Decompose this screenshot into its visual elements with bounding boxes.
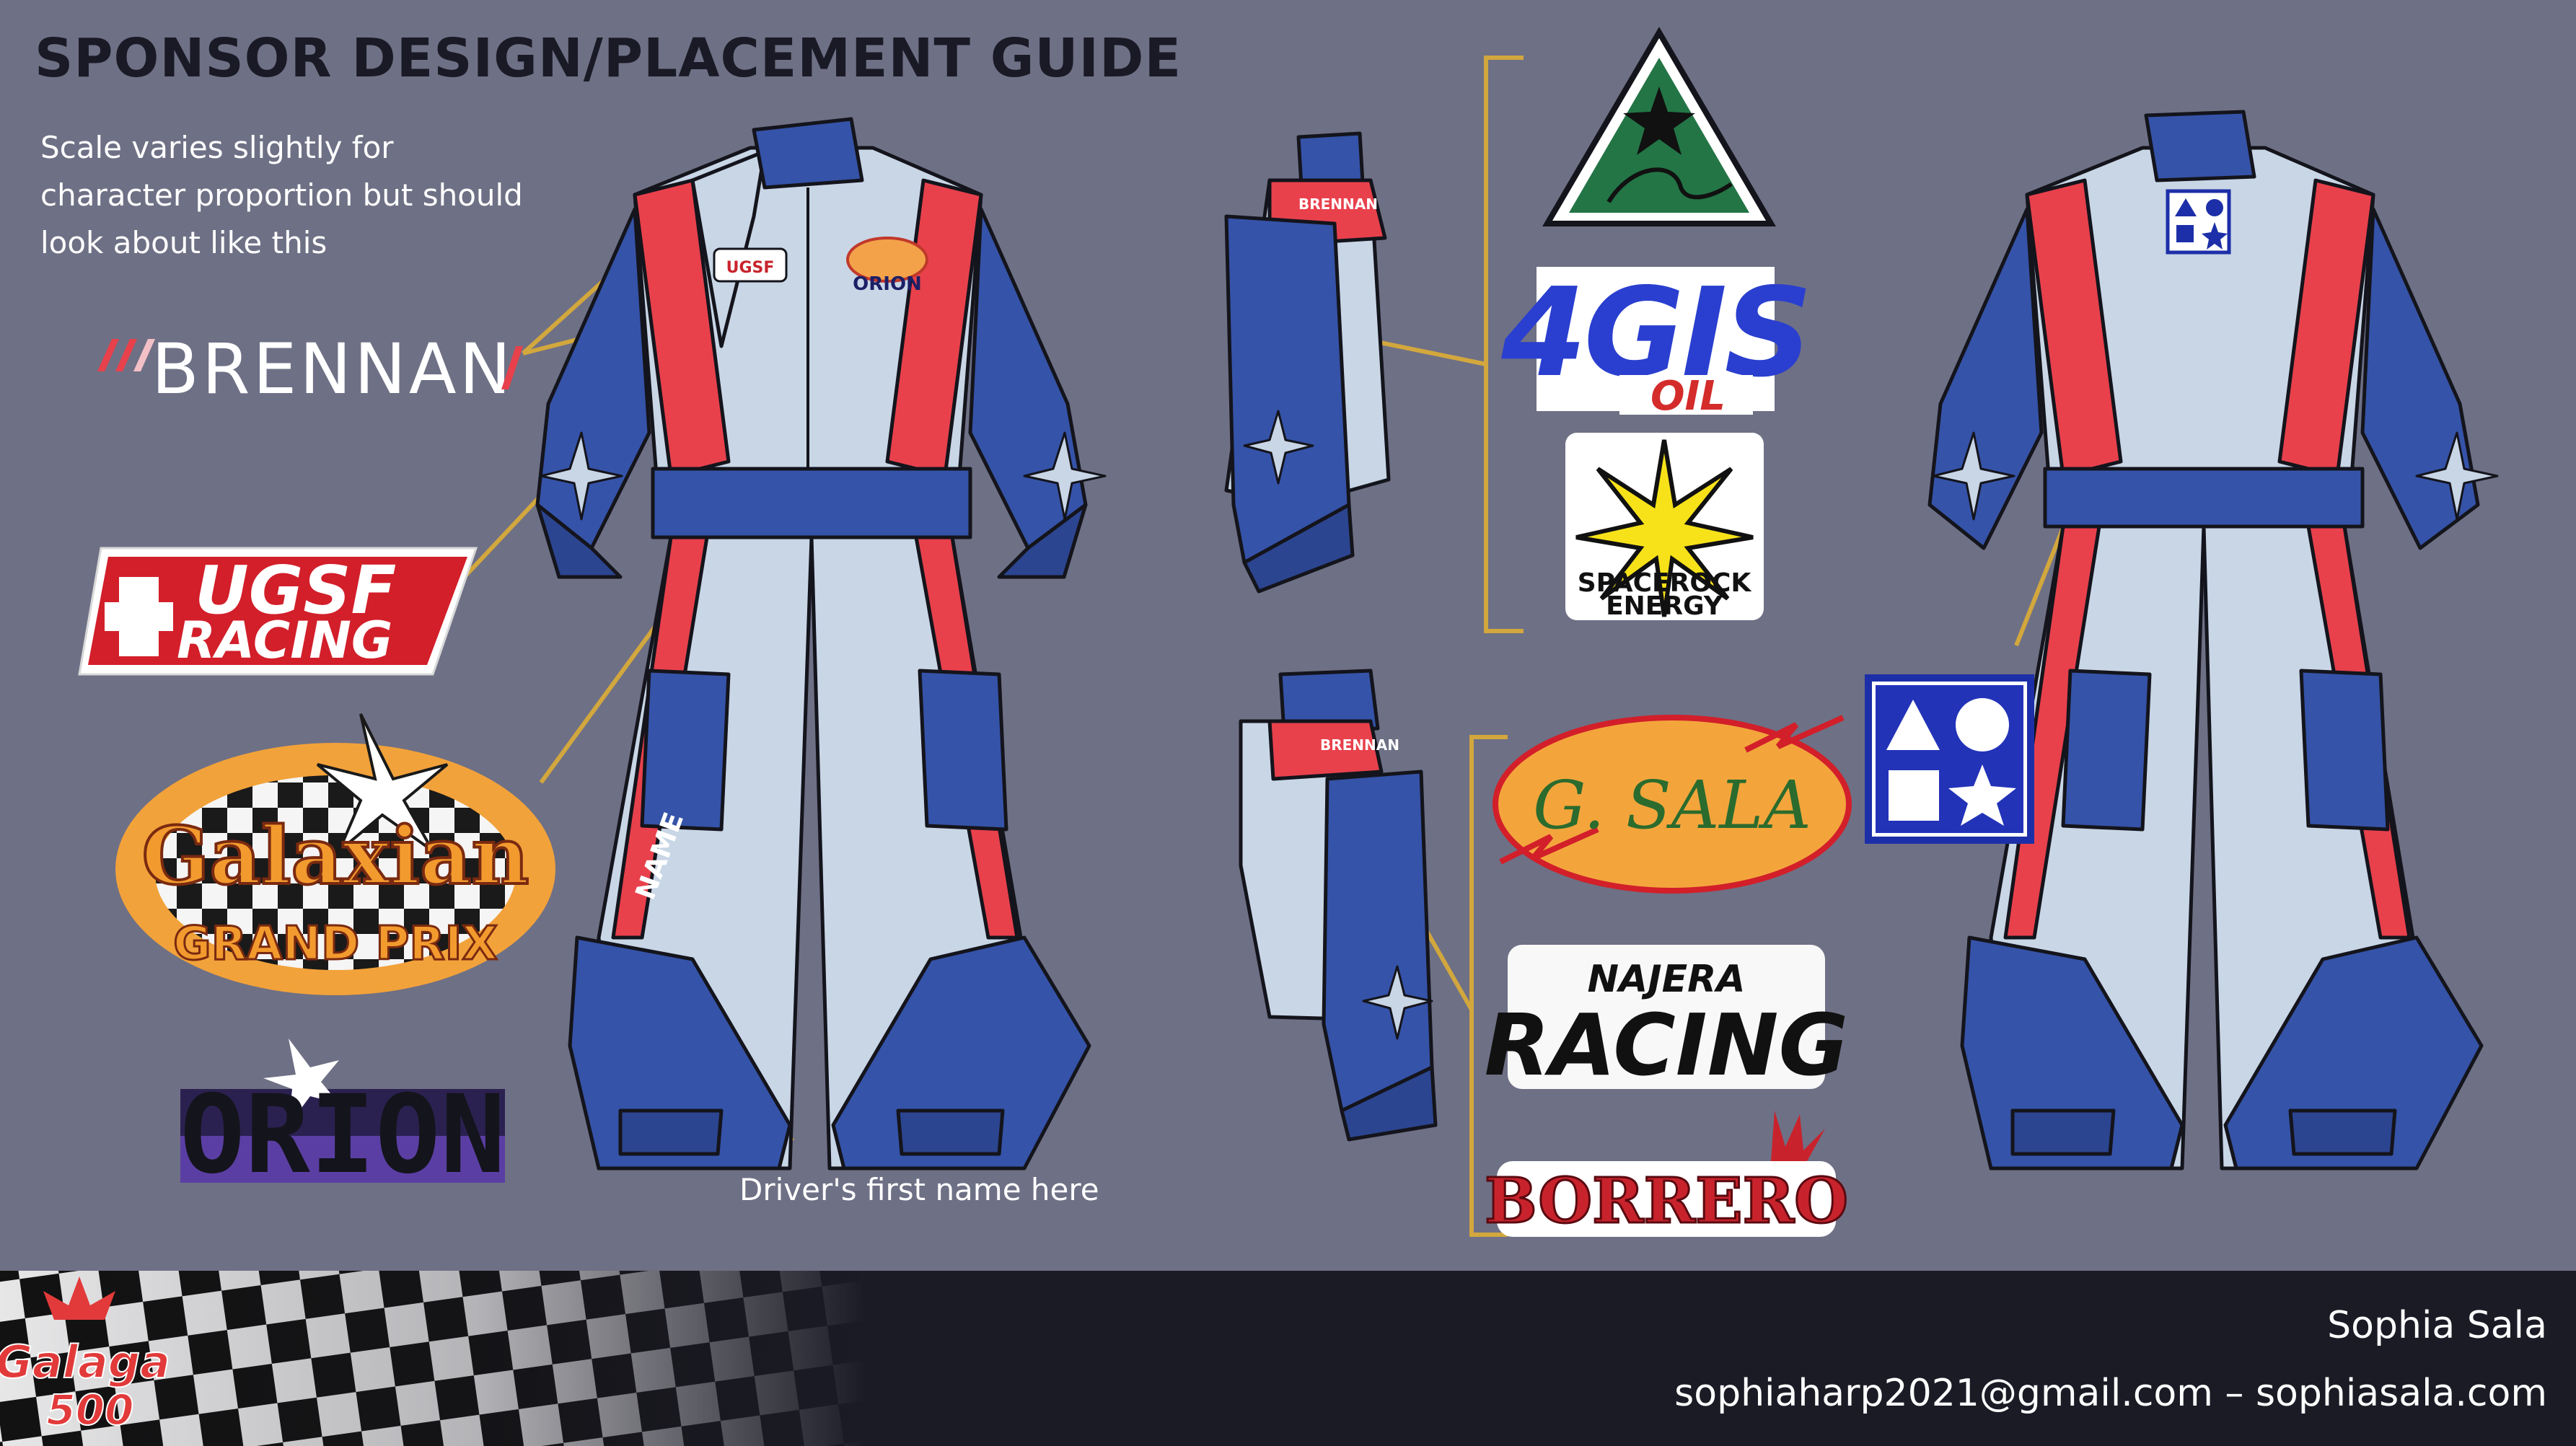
logo-shapes-emblem [1865,674,2034,844]
side-view-upper: BRENNAN [1224,131,1391,594]
footer-event-logo: Galaga 500 [0,1277,171,1435]
back-suit-emblem [2166,189,2231,255]
logo-spacerock-energy: SPACEROCK ENERGY [1565,433,1764,621]
logo-ugsf-racing: UGSF RACING [78,547,478,676]
svg-text:Galaxian: Galaxian [142,809,529,902]
author-contact: sophiaharp2021@gmail.com – sophiasala.co… [1674,1372,2547,1415]
back-racing-suit [1927,110,2499,1171]
logo-najera-racing: NAJERA RACING [1485,945,1849,1095]
logo-galaxian-grand-prix: Galaxian GRAND PRIX [115,713,555,995]
scale-note: Scale varies slightly for character prop… [40,130,523,260]
svg-text:RACING: RACING [1485,995,1849,1095]
svg-text:BORRERO: BORRERO [1485,1165,1848,1238]
svg-text:BRENNAN: BRENNAN [151,329,514,410]
side-view-lower: BRENNAN [1239,669,1438,1142]
svg-text:RACING: RACING [177,611,392,670]
svg-text:SPACEROCK: SPACEROCK [1578,568,1752,598]
page-title: SPONSOR DESIGN/PLACEMENT GUIDE [35,27,1182,89]
front-racing-suit [535,117,1107,1171]
footer-band [0,1271,2576,1446]
svg-text:UGSF: UGSF [726,259,775,277]
driver-name-note: Driver's first name here [739,1172,1099,1207]
svg-text:UGSF: UGSF [195,552,396,629]
logo-triangle-emblem [1542,27,1776,226]
logo-brennan: BRENNAN [97,329,523,410]
svg-text:ENERGY: ENERGY [1606,591,1723,621]
author-name: Sophia Sala [2327,1304,2547,1347]
svg-text:GRAND PRIX: GRAND PRIX [173,917,498,971]
svg-text:G. SALA: G. SALA [1533,767,1811,844]
svg-text:BRENNAN: BRENNAN [1298,195,1378,213]
svg-text:ORION: ORION [853,273,922,295]
svg-text:OIL: OIL [1650,373,1726,420]
logo-yugis-oil: 4GIS OIL [1500,262,1813,420]
svg-text:500: 500 [46,1385,133,1434]
svg-text:Galaga: Galaga [0,1336,170,1388]
svg-text:ORION: ORION [180,1072,506,1198]
logo-g-sala: G. SALA [1493,715,1852,894]
front-suit-chest-logos: UGSF ORION [713,237,928,295]
svg-text:NAJERA: NAJERA [1588,958,1746,1001]
svg-text:BRENNAN: BRENNAN [1320,736,1399,754]
logo-borrero: BORRERO [1483,1111,1850,1239]
logo-orion: ORION [180,1039,506,1198]
